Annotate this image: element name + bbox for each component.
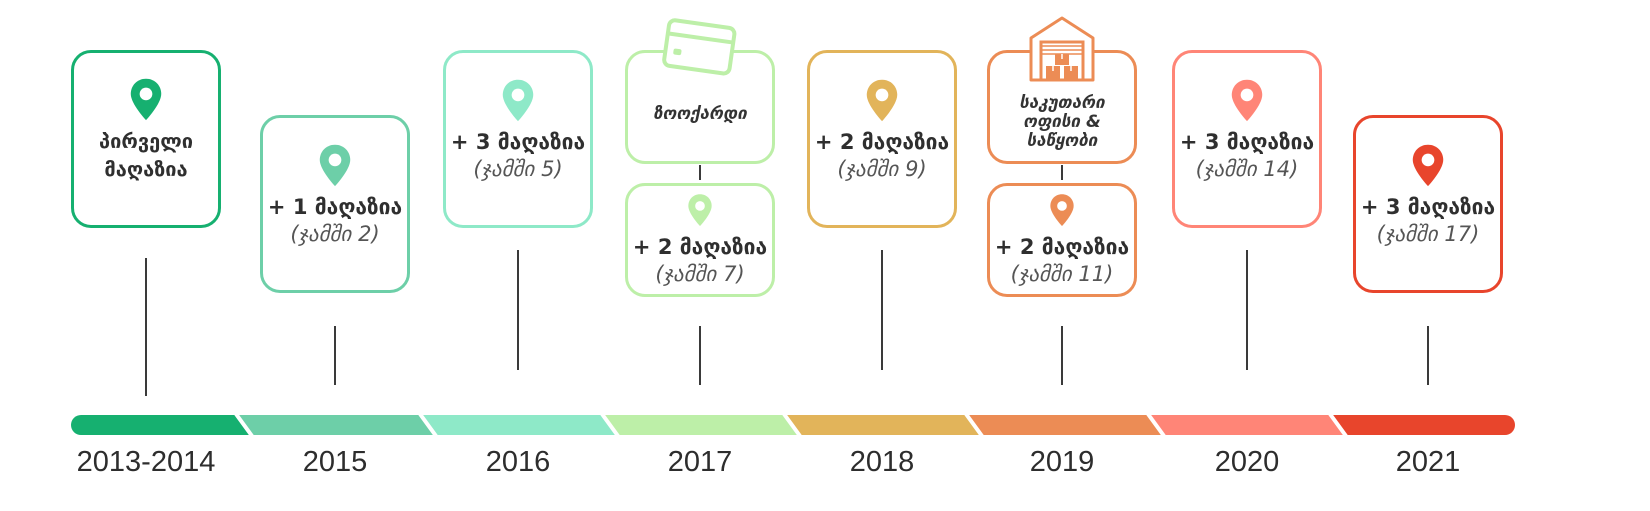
timeline-segment (71, 415, 252, 435)
milestone-card: + 3 მაღაზია(ჯამში 5) (443, 50, 593, 228)
segment-divider (782, 412, 802, 438)
map-pin-icon (1050, 194, 1074, 226)
connector-line (1246, 250, 1248, 370)
milestone-total: (ჯამში 7) (655, 262, 745, 287)
milestone-card: + 2 მაღაზია(ჯამში 11) (987, 183, 1137, 297)
milestone-card: + 2 მაღაზია(ჯამში 7) (625, 183, 775, 297)
map-pin-icon (688, 194, 712, 226)
milestone-title: + 2 მაღაზია (814, 130, 950, 155)
connector-line (1061, 326, 1063, 385)
map-pin-icon (319, 144, 351, 186)
connector-line (699, 165, 701, 180)
year-label: 2013-2014 (76, 446, 216, 478)
year-label: 2016 (485, 446, 551, 478)
map-pin-icon (1412, 144, 1444, 186)
milestone-title: + 3 მაღაზია (1360, 195, 1496, 220)
year-label: 2019 (1029, 446, 1095, 478)
milestone-card: + 3 მაღაზია(ჯამში 14) (1172, 50, 1322, 228)
pin-wrapper (318, 143, 352, 188)
year-label: 2018 (849, 446, 915, 478)
milestone-card: + 1 მაღაზია(ჯამში 2) (260, 115, 410, 293)
milestone-total: (ჯამში 11) (1010, 262, 1114, 287)
milestone-total: (ჯამში 14) (1195, 157, 1299, 182)
segment-divider (418, 412, 438, 438)
milestone-card: + 3 მაღაზია(ჯამში 17) (1353, 115, 1503, 293)
pin-wrapper (1049, 193, 1075, 227)
timeline-segment (602, 415, 800, 435)
segment-divider (234, 412, 254, 438)
pin-wrapper (129, 77, 163, 122)
milestone-title: პირველი მაღაზია (99, 129, 193, 182)
warehouse-icon (1029, 16, 1095, 82)
milestone-total: (ჯამში 2) (290, 222, 380, 247)
milestone-total: (ჯამში 5) (473, 157, 563, 182)
timeline-segment (1330, 415, 1515, 435)
card-icon (662, 18, 737, 76)
pin-wrapper (865, 78, 899, 123)
milestone-title: + 3 მაღაზია (450, 130, 586, 155)
map-pin-icon (1231, 79, 1263, 121)
year-label: 2015 (302, 446, 368, 478)
milestone-title: + 2 მაღაზია (632, 235, 768, 260)
segment-divider (1146, 412, 1166, 438)
milestone-total: (ჯამში 9) (837, 157, 927, 182)
map-pin-icon (502, 79, 534, 121)
pin-wrapper (1230, 78, 1264, 123)
office-badge (1027, 14, 1097, 88)
milestone-title: + 3 მაღაზია (1179, 130, 1315, 155)
connector-line (881, 250, 883, 370)
timeline-segment (966, 415, 1164, 435)
segment-divider (1328, 412, 1348, 438)
milestone-title: ზოოქარდი (653, 103, 747, 124)
year-label: 2021 (1395, 446, 1461, 478)
timeline-segment (1148, 415, 1346, 435)
connector-line (1061, 165, 1063, 180)
milestone-title: საკუთარი ოფისი & საწყობი (1019, 92, 1105, 151)
timeline-segment (784, 415, 982, 435)
milestone-title: + 2 მაღაზია (994, 235, 1130, 260)
milestone-card: პირველი მაღაზია (71, 50, 221, 228)
connector-line (1427, 326, 1429, 385)
zoocard-badge (660, 18, 740, 84)
connector-line (699, 326, 701, 385)
connector-line (517, 250, 519, 370)
timeline-segment (420, 415, 618, 435)
pin-wrapper (1411, 143, 1445, 188)
map-pin-icon (130, 78, 162, 120)
milestone-title: + 1 მაღაზია (267, 195, 403, 220)
connector-line (334, 326, 336, 385)
year-label: 2020 (1214, 446, 1280, 478)
milestone-card: + 2 მაღაზია(ჯამში 9) (807, 50, 957, 228)
timeline-segment (236, 415, 436, 435)
map-pin-icon (866, 79, 898, 121)
connector-line (145, 258, 147, 396)
milestone-total: (ჯამში 17) (1376, 222, 1480, 247)
pin-wrapper (687, 193, 713, 227)
segment-divider (600, 412, 620, 438)
pin-wrapper (501, 78, 535, 123)
year-label: 2017 (667, 446, 733, 478)
segment-divider (964, 412, 984, 438)
